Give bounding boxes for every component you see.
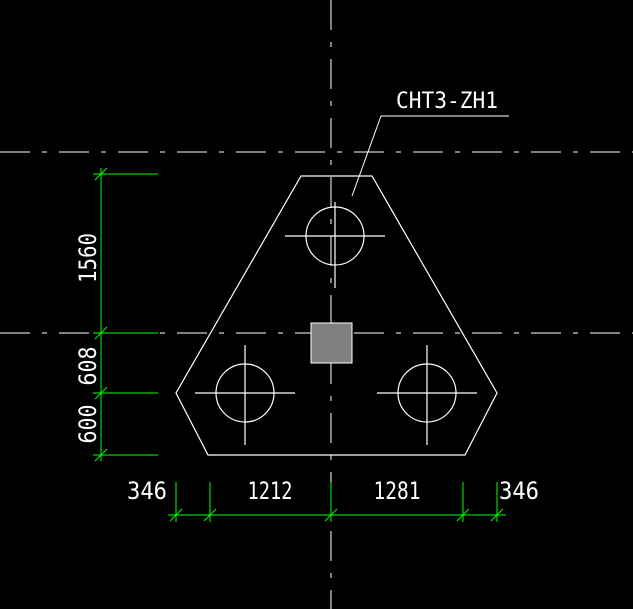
hdim-tick-4: [456, 508, 470, 522]
horizontal-dimension-chain: [168, 482, 506, 522]
pile-top[interactable]: [285, 202, 385, 288]
column-square[interactable]: [310, 322, 353, 364]
hdim-tick-5: [490, 508, 504, 522]
hdim-label-1281[interactable]: 1281: [374, 477, 421, 505]
pile-cap-outline[interactable]: [175, 175, 498, 456]
hdim-tick-2: [203, 508, 217, 522]
hdim-label-1212[interactable]: 1212: [248, 477, 293, 505]
hdim-tick-3: [324, 508, 338, 522]
pile-left[interactable]: [195, 345, 295, 445]
vdim-label-1560[interactable]: 1560: [74, 233, 102, 283]
vdim-tick-mid2: [94, 386, 108, 400]
pile-cap-label[interactable]: CHT3-ZH1: [396, 89, 498, 114]
leader-diagonal: [351, 115, 382, 197]
hdim-label-346-left[interactable]: 346: [127, 477, 167, 505]
pile-right[interactable]: [377, 345, 477, 445]
vertical-dimension-chain: [93, 167, 158, 462]
vdim-label-608[interactable]: 608: [74, 347, 102, 386]
pile-cap-leader: [351, 115, 509, 197]
vdim-label-600[interactable]: 600: [74, 405, 102, 444]
hdim-tick-1: [169, 508, 183, 522]
hdim-label-346-right[interactable]: 346: [499, 477, 539, 505]
vdim-tick-top: [94, 167, 108, 181]
vdim-tick-bottom: [94, 448, 108, 462]
vdim-tick-mid1: [94, 326, 108, 340]
